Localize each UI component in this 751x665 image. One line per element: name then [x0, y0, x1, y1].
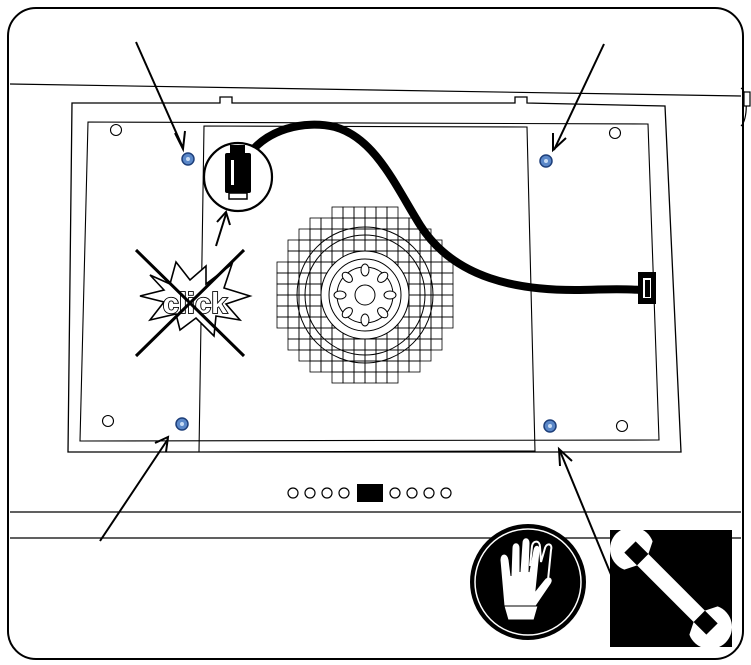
hub-slot — [377, 307, 389, 319]
grille-ring — [304, 234, 426, 356]
protective-gloves-icon — [470, 524, 586, 640]
hub-slot — [383, 290, 397, 300]
hole — [615, 419, 629, 433]
hub-slot — [341, 271, 353, 283]
hole — [101, 414, 115, 428]
indicator-dot — [423, 487, 435, 499]
hole — [109, 123, 123, 137]
screw-bottom-right[interactable] — [543, 419, 557, 433]
mounting-holes — [101, 123, 629, 433]
center-cover — [198, 125, 536, 453]
indicator-dot — [338, 487, 350, 499]
screws — [175, 152, 557, 433]
indicator-dot — [440, 487, 452, 499]
screw-top-right[interactable] — [539, 154, 553, 168]
screw-top-left[interactable] — [181, 152, 195, 166]
arrow-top-left — [135, 41, 186, 153]
indicator-row — [287, 484, 452, 502]
hub-slot — [360, 313, 370, 327]
grille-ring — [328, 258, 402, 332]
hub-slot — [333, 290, 347, 300]
indicator-display — [357, 484, 383, 502]
connector-arrow — [215, 210, 231, 247]
cable — [241, 120, 644, 295]
screw-bottom-left[interactable] — [175, 417, 189, 431]
connector-right — [638, 272, 656, 304]
indicator-dot — [389, 487, 401, 499]
arrow-bottom-right — [557, 446, 613, 578]
hub-slot — [377, 271, 389, 283]
screw-arrows — [99, 41, 613, 578]
inner-panel — [79, 121, 660, 442]
arrow-bottom-left — [99, 435, 170, 542]
connector-icon — [202, 141, 274, 213]
wrench-icon — [609, 526, 733, 650]
panel-outline — [67, 96, 682, 453]
indicator-dot — [287, 487, 299, 499]
hub-slot — [341, 307, 353, 319]
cross-line — [134, 248, 246, 358]
indicator-dot — [321, 487, 333, 499]
grille-ring — [296, 226, 434, 364]
arrow-top-right — [552, 43, 605, 153]
indicator-dot — [406, 487, 418, 499]
fan-hub — [354, 284, 376, 306]
hub-slot — [360, 263, 370, 277]
click-label: click — [163, 288, 228, 320]
indicator-dot — [304, 487, 316, 499]
hole — [608, 126, 622, 140]
no-click-warning: click — [134, 248, 253, 358]
